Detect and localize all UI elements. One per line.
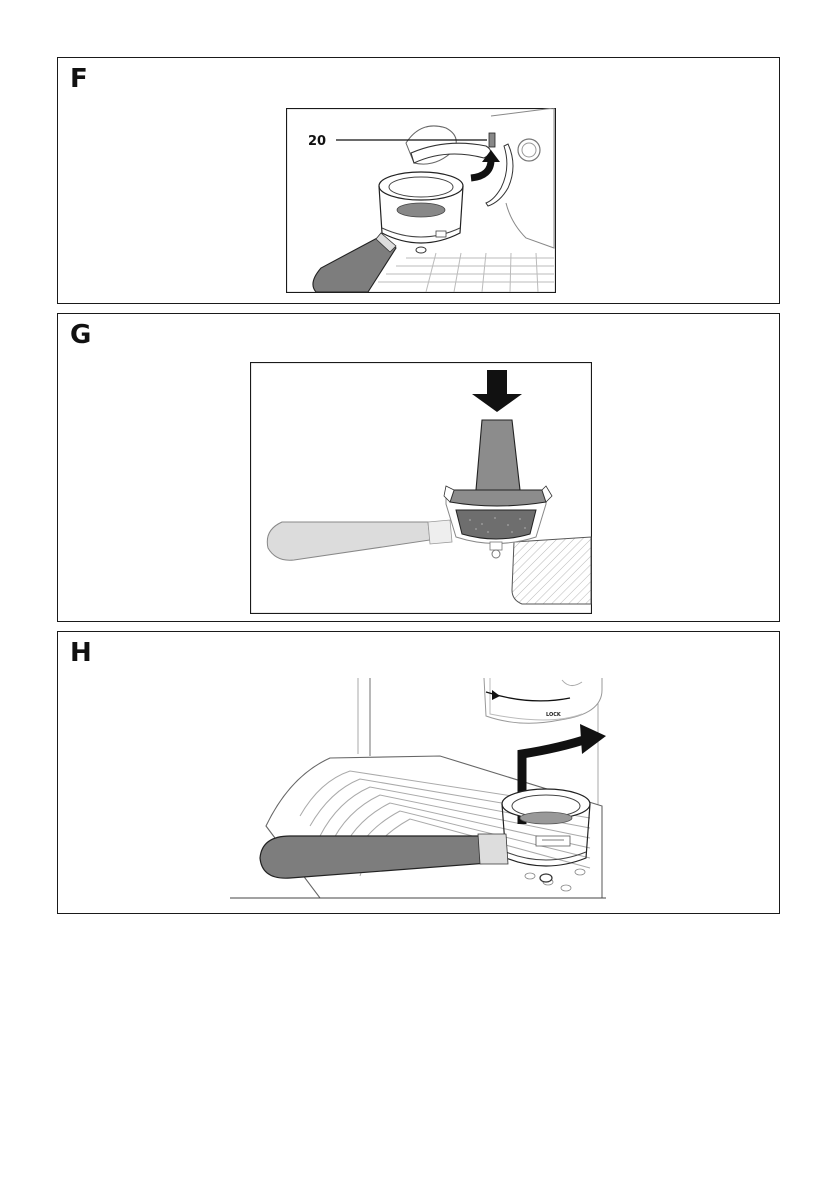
callout-label-20: 20 xyxy=(308,134,326,149)
illustration-tamp-coffee xyxy=(250,362,592,614)
panel-g: G xyxy=(57,313,780,622)
illustration-insert-filter: 20 xyxy=(286,108,556,293)
panel-h: H xyxy=(57,631,780,914)
panel-letter: H xyxy=(70,640,92,666)
panel-letter: F xyxy=(70,66,88,92)
lock-label: LOCK xyxy=(546,712,562,718)
panel-f: F xyxy=(57,57,780,304)
panel-letter: G xyxy=(70,322,91,348)
illustration-lock-portafilter: LOCK xyxy=(230,676,606,900)
